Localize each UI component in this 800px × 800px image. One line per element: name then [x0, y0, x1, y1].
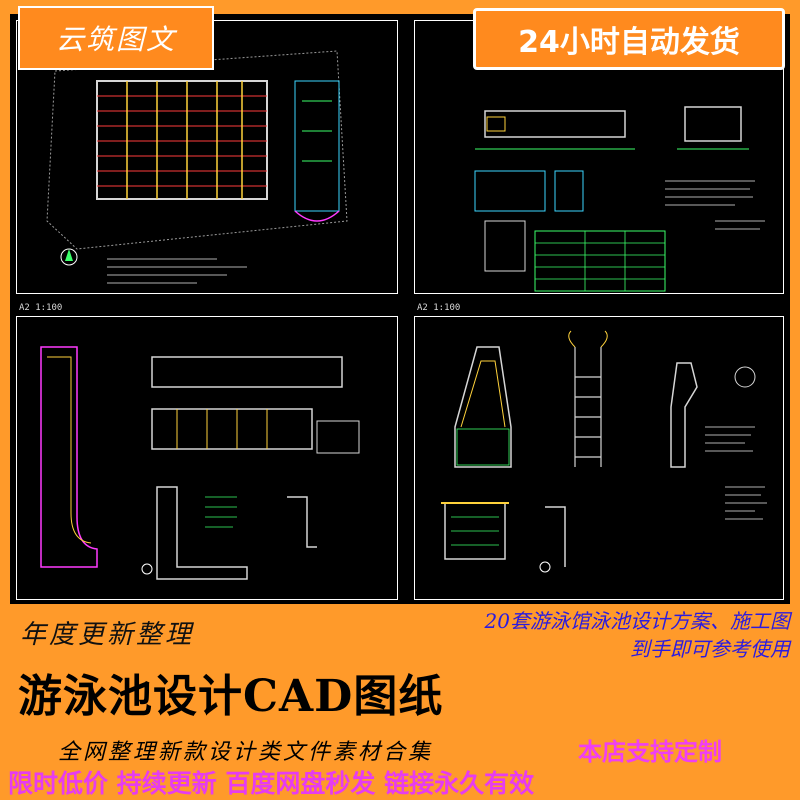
- custom-text: 本店支持定制: [578, 738, 722, 766]
- cad-preview: A2 1:100 A2 1:100: [10, 14, 790, 604]
- main-title: 游泳池设计CAD图纸: [18, 671, 444, 722]
- cad-sheet-site-plan: [16, 20, 398, 294]
- sets-description: 20套游泳馆泳池设计方案、施工图 到手即可参考使用: [320, 607, 790, 663]
- cad-sheet-details: A2 1:100: [414, 303, 784, 600]
- promo-text: 限时低价 持续更新 百度网盘秒发 链接永久有效: [8, 769, 535, 798]
- cad-sheet-sections: A2 1:100: [16, 303, 398, 600]
- brand-badge: 云筑图文: [18, 6, 214, 70]
- sheet-scale-tag: A2 1:100: [417, 303, 461, 313]
- collection-text: 全网整理新款设计类文件素材合集: [58, 740, 434, 765]
- details-drawing: [441, 330, 767, 573]
- site-plan-drawing: [46, 50, 348, 284]
- sections-drawing: [40, 346, 360, 580]
- elevations-drawing: [474, 106, 765, 292]
- delivery-badge: 24小时自动发货: [473, 8, 785, 70]
- annual-update-text: 年度更新整理: [20, 620, 195, 650]
- sets-line-2: 到手即可参考使用: [630, 637, 790, 661]
- sets-line-1: 20套游泳馆泳池设计方案、施工图: [484, 609, 790, 633]
- sheet-scale-tag: A2 1:100: [19, 303, 63, 313]
